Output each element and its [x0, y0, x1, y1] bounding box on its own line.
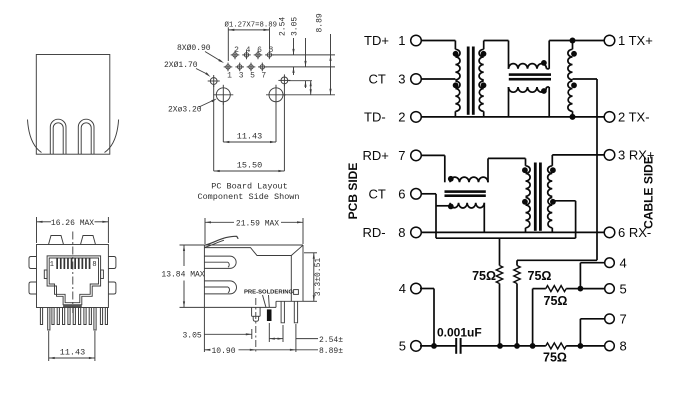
svg-text:Component Side Shown: Component Side Shown [197, 192, 299, 202]
svg-text:7: 7 [398, 148, 405, 163]
svg-text:RD-: RD- [363, 225, 386, 240]
svg-text:75Ω: 75Ω [544, 294, 568, 308]
svg-text:2.54: 2.54 [279, 17, 288, 36]
svg-text:0.001uF: 0.001uF [437, 326, 482, 340]
svg-text:75Ω: 75Ω [472, 269, 496, 283]
svg-text:3.05: 3.05 [183, 332, 202, 341]
svg-text:75Ω: 75Ω [543, 350, 567, 364]
svg-text:2Xø3.20: 2Xø3.20 [168, 106, 202, 115]
svg-text:CT: CT [369, 187, 386, 202]
svg-text:7: 7 [261, 72, 266, 81]
svg-text:PCB SIDE: PCB SIDE [346, 163, 360, 220]
svg-text:5: 5 [620, 281, 627, 296]
svg-text:7: 7 [620, 312, 627, 327]
svg-text:21.59 MAX: 21.59 MAX [236, 220, 279, 229]
svg-text:4: 4 [620, 255, 627, 270]
svg-text:RD+: RD+ [363, 148, 389, 163]
svg-text:PRE-SOLDERING: PRE-SOLDERING [244, 289, 294, 295]
svg-text:2: 2 [234, 46, 239, 55]
svg-text:TD+: TD+ [364, 33, 389, 48]
svg-text:2: 2 [398, 110, 405, 125]
svg-text:1: 1 [398, 33, 405, 48]
svg-text:CABLE SIDE: CABLE SIDE [642, 156, 656, 229]
svg-text:3 RX+: 3 RX+ [618, 148, 655, 163]
svg-text:11.43: 11.43 [237, 132, 263, 142]
svg-text:6 RX-: 6 RX- [618, 225, 651, 240]
svg-text:8: 8 [268, 46, 273, 55]
svg-text:CT: CT [369, 72, 386, 87]
svg-text:10.90: 10.90 [211, 347, 235, 356]
svg-text:1 TX+: 1 TX+ [618, 33, 653, 48]
svg-text:5: 5 [250, 72, 255, 81]
svg-text:2.54±: 2.54± [319, 336, 343, 345]
svg-text:16.26 MAX: 16.26 MAX [51, 219, 94, 228]
svg-text:4: 4 [399, 281, 406, 296]
svg-text:6: 6 [257, 46, 262, 55]
svg-text:3: 3 [239, 72, 244, 81]
svg-text:1: 1 [50, 261, 54, 269]
svg-text:6: 6 [398, 187, 405, 202]
svg-text:8: 8 [92, 261, 96, 269]
svg-text:8.89±: 8.89± [319, 347, 343, 356]
svg-text:13.84 MAX: 13.84 MAX [161, 271, 204, 280]
svg-text:PC Board Layout: PC Board Layout [211, 182, 288, 192]
svg-text:4: 4 [246, 46, 251, 55]
svg-text:TD-: TD- [364, 110, 386, 125]
svg-text:3: 3 [398, 72, 405, 87]
svg-text:2 TX-: 2 TX- [618, 110, 650, 125]
svg-text:3.05: 3.05 [291, 17, 300, 36]
svg-text:5: 5 [399, 339, 406, 354]
svg-text:8.89: 8.89 [316, 13, 325, 32]
svg-text:11.43: 11.43 [60, 348, 86, 358]
svg-text:Ø1.27X7=8.89: Ø1.27X7=8.89 [225, 21, 278, 30]
svg-text:8XØ0.90: 8XØ0.90 [177, 44, 211, 53]
svg-text:75Ω: 75Ω [528, 269, 552, 283]
svg-text:8: 8 [398, 225, 405, 240]
svg-text:3.3±0.51: 3.3±0.51 [314, 258, 323, 297]
svg-text:8: 8 [620, 339, 627, 354]
svg-text:2XØ1.70: 2XØ1.70 [164, 61, 198, 70]
svg-text:15.50: 15.50 [237, 161, 263, 171]
svg-text:1: 1 [227, 72, 232, 81]
